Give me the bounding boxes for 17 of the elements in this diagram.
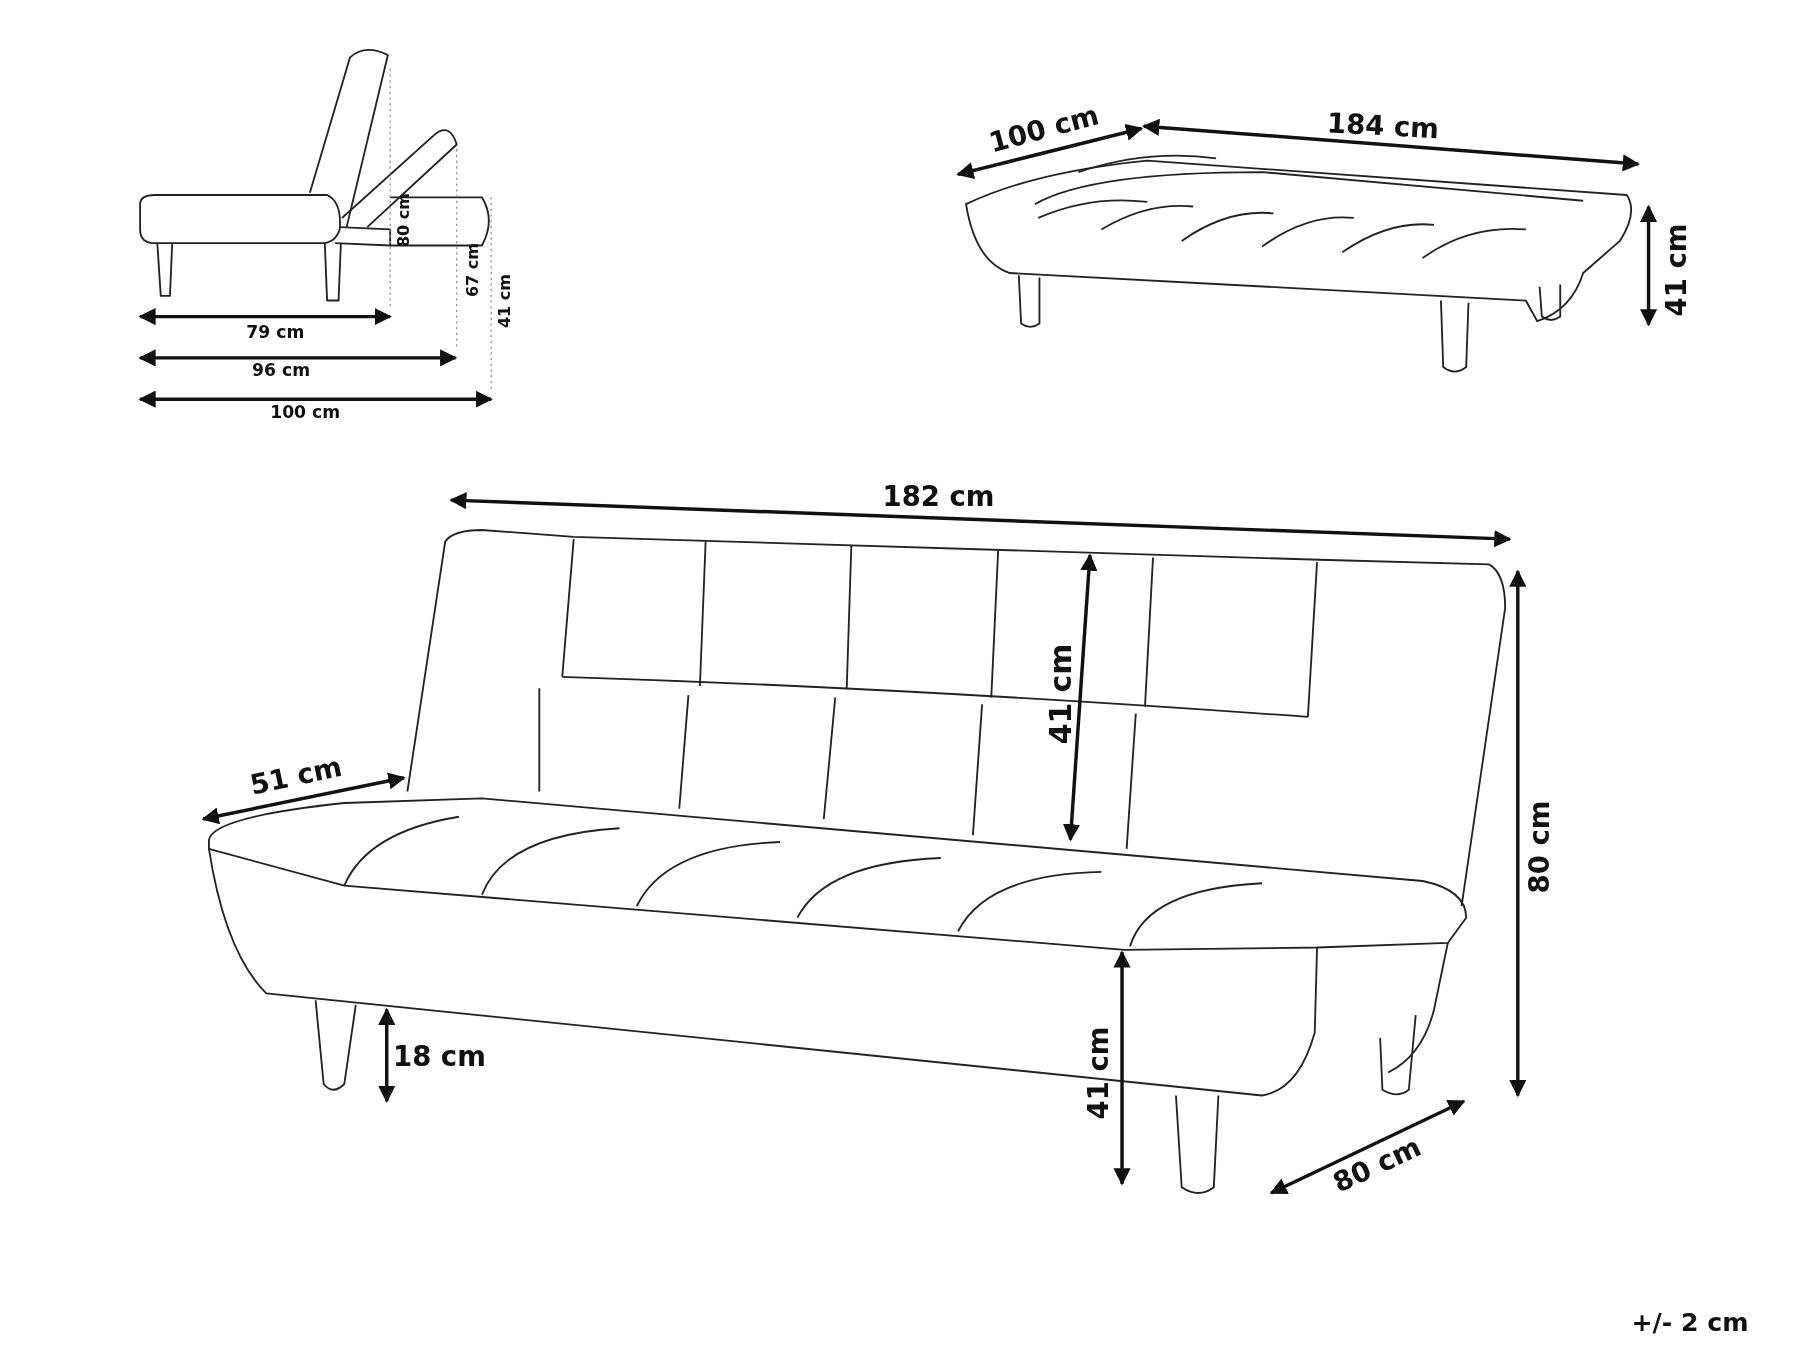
dimension-label: 80 cm <box>1328 1132 1425 1197</box>
dimension-label: 18 cm <box>393 1042 486 1071</box>
dimension-label: 80 cm <box>1525 800 1554 894</box>
dimension-label: 80 cm <box>395 193 412 248</box>
dimension-label: 41 cm <box>1663 223 1692 317</box>
dimension-label: 41 cm <box>1046 643 1077 745</box>
dimension-label: 41 cm <box>496 273 513 328</box>
tolerance-note: +/- 2 cm <box>1631 1310 1749 1336</box>
dimension-label: 67 cm <box>464 242 481 297</box>
dimension-label: 96 cm <box>252 362 311 380</box>
dimension-label: 182 cm <box>882 483 995 511</box>
dimension-label: 100 cm <box>986 100 1102 157</box>
dimension-label: 79 cm <box>246 324 305 342</box>
dimension-label: 184 cm <box>1325 109 1440 143</box>
dimension-label: 51 cm <box>247 752 345 799</box>
dimension-label: 100 cm <box>270 404 341 422</box>
dimension-label: 41 cm <box>1085 1026 1113 1120</box>
